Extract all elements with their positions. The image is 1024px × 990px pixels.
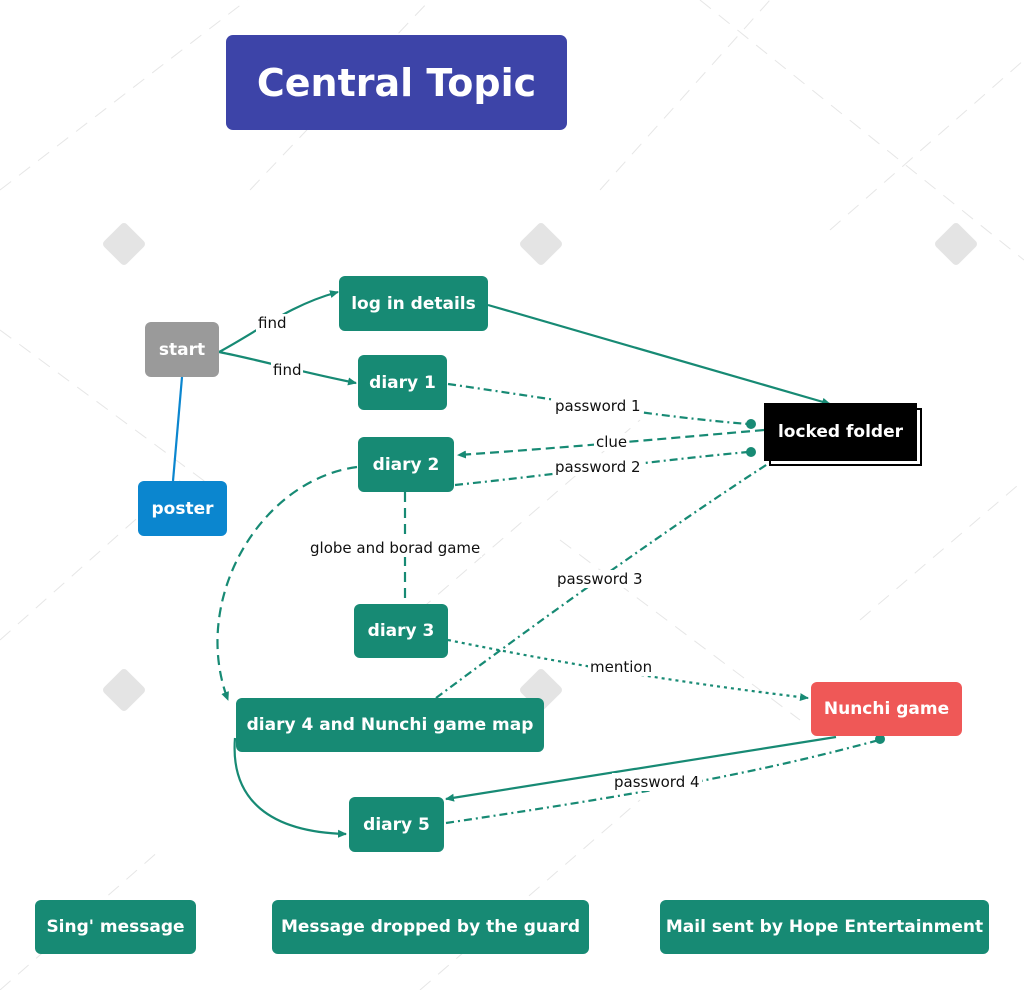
node-poster[interactable]: poster — [138, 481, 227, 536]
node-start[interactable]: start — [145, 322, 219, 377]
edge-diary2-diary4 — [216, 465, 358, 701]
label-password-2: password 2 — [553, 458, 643, 476]
edge-diary2-locked — [454, 450, 749, 487]
label-mention: mention — [588, 658, 655, 676]
node-diary-2[interactable]: diary 2 — [358, 437, 454, 492]
edge-start-poster — [171, 376, 184, 482]
node-message-dropped[interactable]: Message dropped by the guard — [272, 900, 589, 954]
edge-diary4-locked — [435, 457, 778, 699]
label-find-1: find — [256, 314, 289, 332]
edge-diary5-nunchi — [445, 738, 880, 825]
node-locked-folder[interactable]: locked folder — [764, 403, 917, 461]
node-diary-5[interactable]: diary 5 — [349, 797, 444, 852]
edge-login-locked — [487, 303, 831, 406]
edge-diary4-diary5 — [233, 737, 347, 838]
central-topic[interactable]: Central Topic — [226, 35, 567, 130]
node-log-in-details[interactable]: log in details — [339, 276, 488, 331]
label-password-1: password 1 — [553, 397, 643, 415]
node-diary-3[interactable]: diary 3 — [354, 604, 448, 658]
label-find-2: find — [271, 361, 304, 379]
node-sing-message[interactable]: Sing' message — [35, 900, 196, 954]
node-nunchi-game[interactable]: Nunchi game — [811, 682, 962, 736]
label-password-4: password 4 — [612, 773, 702, 791]
node-diary-1[interactable]: diary 1 — [358, 355, 447, 410]
node-mail-sent[interactable]: Mail sent by Hope Entertainment — [660, 900, 989, 954]
node-diary-4[interactable]: diary 4 and Nunchi game map — [236, 698, 544, 752]
label-password-3: password 3 — [555, 570, 645, 588]
label-globe-board-game: globe and borad game — [308, 539, 483, 557]
edge-nunchi-diary5 — [445, 735, 837, 802]
label-clue: clue — [594, 433, 630, 451]
